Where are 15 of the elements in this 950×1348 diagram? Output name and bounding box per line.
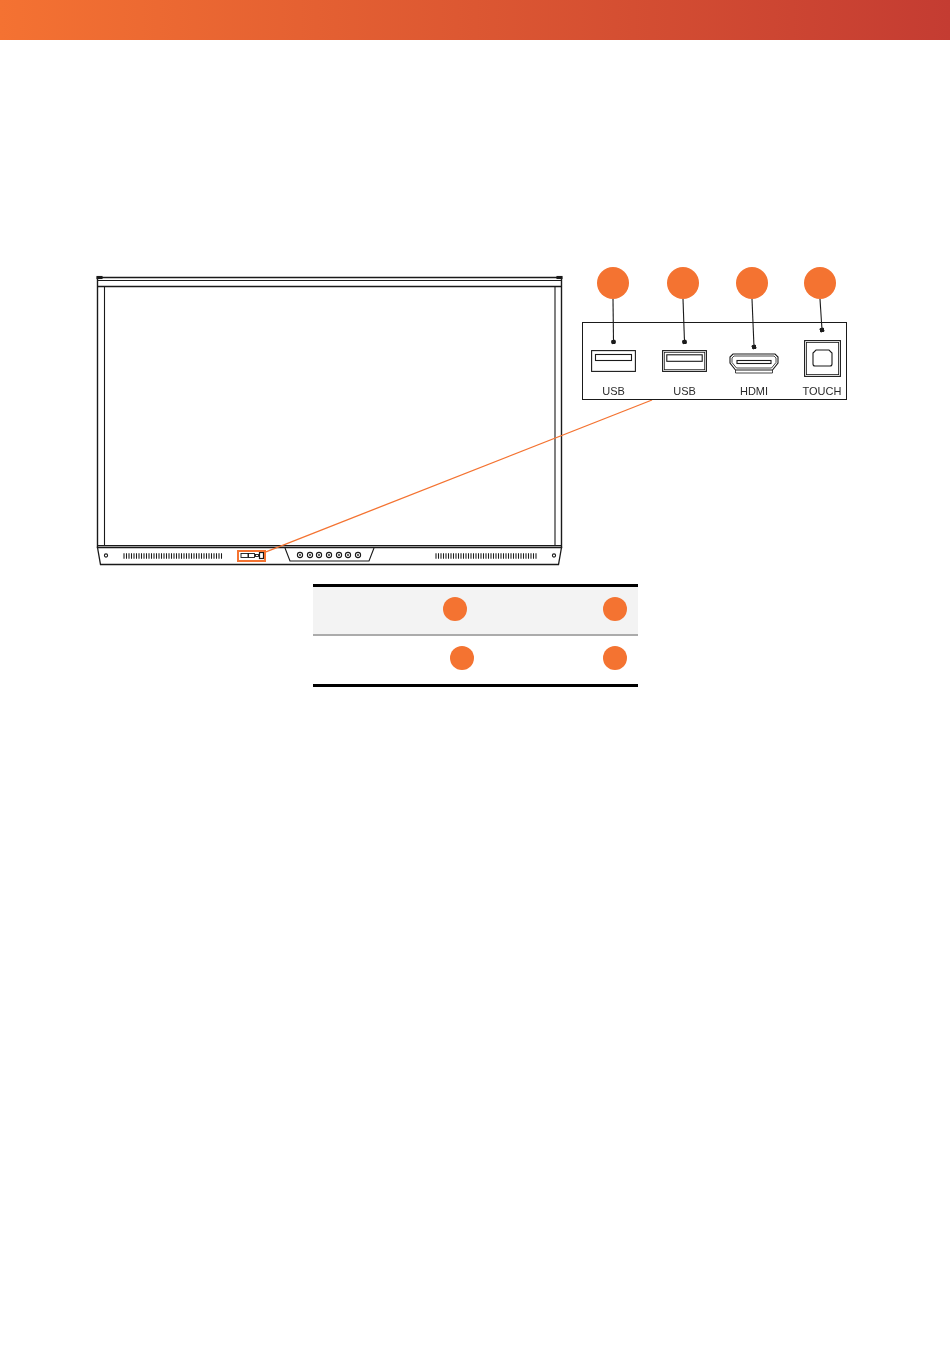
callout-circle [667, 267, 699, 299]
leader-line [682, 298, 687, 345]
highlight-frame [237, 550, 266, 562]
port-label: USB [673, 385, 696, 398]
leader-line [611, 298, 616, 345]
callout-circle [597, 267, 629, 299]
leader-line [819, 298, 825, 333]
leader-line [751, 298, 757, 350]
port-label: TOUCH [802, 385, 842, 398]
leader-line [265, 399, 653, 553]
port-panel [582, 322, 847, 400]
callout-circle [736, 267, 768, 299]
port-label: HDMI [739, 385, 769, 398]
callout-circle [804, 267, 836, 299]
port-label: USB [602, 385, 625, 398]
